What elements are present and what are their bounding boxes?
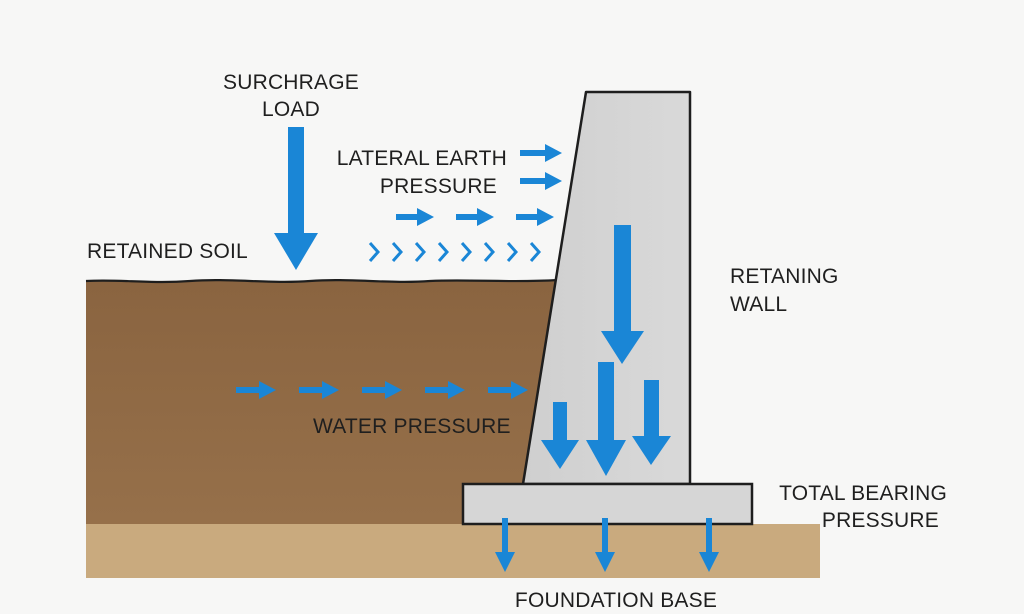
vertical-load-arrow (541, 402, 579, 469)
water-arrow (362, 381, 402, 399)
bearing-arrow (699, 518, 719, 572)
pressure-chevrons (368, 242, 542, 262)
bearing-pressure-arrows (495, 518, 719, 572)
wall-weight-arrow (601, 225, 644, 364)
surcharge-load-arrow (274, 127, 318, 270)
chevron (506, 242, 519, 262)
chevron (414, 242, 427, 262)
lateral-earth-pressure-label-line1: LATERAL EARTH (337, 147, 507, 170)
wall-vertical-load-arrows (541, 225, 671, 476)
water-arrow (488, 381, 528, 399)
lateral-arrow (520, 172, 562, 190)
bearing-arrow (495, 518, 515, 572)
retaining-wall-label-line1: RETANING (730, 265, 839, 288)
foundation-soil-layer (86, 524, 820, 578)
lateral-arrow (516, 208, 554, 226)
bearing-arrow (595, 518, 615, 572)
water-arrow (236, 381, 276, 399)
water-pressure-label: WATER PRESSURE (313, 415, 511, 438)
lateral-arrow (456, 208, 494, 226)
retaining-wall-label-line2: WALL (730, 293, 787, 316)
wall-footing (461, 482, 754, 526)
surcharge-load-label-line1: SURCHRAGE (223, 71, 359, 94)
water-pressure-arrows (236, 381, 528, 399)
retained-soil-body (86, 280, 558, 524)
water-arrow (299, 381, 339, 399)
chevron (391, 242, 404, 262)
water-arrow (425, 381, 465, 399)
total-bearing-pressure-label-line2: PRESSURE (822, 509, 939, 532)
surcharge-load-label-line2: LOAD (262, 98, 320, 121)
chevron (483, 242, 496, 262)
vertical-load-arrow (586, 362, 626, 476)
total-bearing-pressure-label-line1: TOTAL BEARING (779, 482, 947, 505)
lateral-arrow (396, 208, 434, 226)
lateral-earth-pressure-arrows (396, 144, 562, 226)
lateral-earth-pressure-label-line2: PRESSURE (380, 175, 497, 198)
chevron (368, 242, 381, 262)
foundation-base-label: FOUNDATION BASE (515, 589, 717, 612)
vertical-load-arrow (632, 380, 671, 465)
chevron (437, 242, 450, 262)
soil-surface-line (85, 278, 559, 284)
retained-soil-label: RETAINED SOIL (87, 240, 248, 263)
chevron (529, 242, 542, 262)
chevron (460, 242, 473, 262)
lateral-arrow (520, 144, 562, 162)
